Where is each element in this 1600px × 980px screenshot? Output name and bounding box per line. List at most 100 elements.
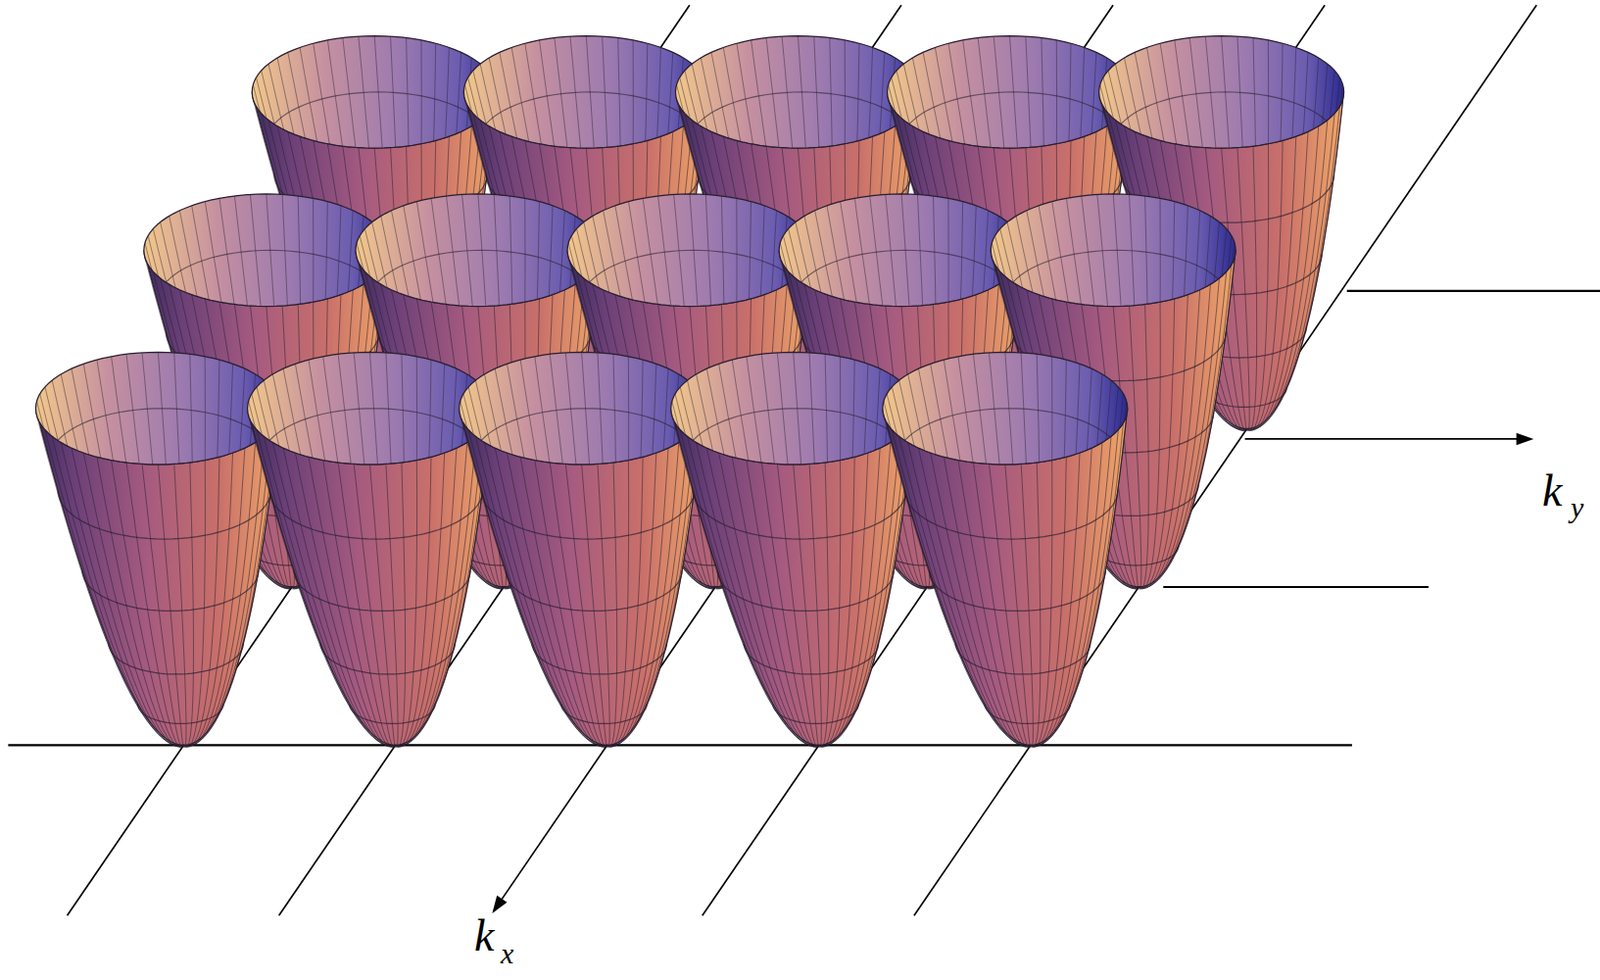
mesh-line xyxy=(930,363,982,619)
mesh-line xyxy=(401,353,406,614)
mesh-line xyxy=(494,368,552,622)
mesh-line xyxy=(1084,387,1118,632)
mesh-line xyxy=(1237,147,1250,432)
mesh-line xyxy=(1064,363,1080,619)
mesh-line xyxy=(549,462,607,747)
cup-rim xyxy=(144,193,389,307)
mesh-line xyxy=(283,368,340,622)
mesh-line xyxy=(1253,38,1258,298)
mesh-line xyxy=(1076,374,1103,625)
mesh-line xyxy=(1030,422,1124,745)
mesh-ring xyxy=(505,570,682,611)
mesh-line xyxy=(943,359,989,617)
mesh-line xyxy=(918,368,975,622)
cup-inside xyxy=(355,193,601,307)
mesh-line xyxy=(263,380,330,629)
mesh-line xyxy=(719,452,820,747)
mesh-line xyxy=(793,351,812,612)
mesh-line xyxy=(1247,119,1328,430)
mesh-ring xyxy=(717,570,894,611)
mesh-ring xyxy=(773,703,859,724)
mesh-line xyxy=(824,353,829,614)
axis-lines xyxy=(67,4,1538,916)
inner-mesh xyxy=(248,351,492,639)
mesh-line xyxy=(632,359,643,617)
mesh-line xyxy=(338,462,395,747)
mesh-line xyxy=(395,462,406,747)
mesh-line xyxy=(1247,140,1283,431)
mesh-line xyxy=(1164,201,1175,459)
mesh-line xyxy=(679,387,749,632)
cup-inside xyxy=(778,193,1024,307)
cup-rim xyxy=(882,351,1128,465)
mesh-line xyxy=(1138,264,1232,587)
mesh-line xyxy=(395,436,477,746)
mesh-line xyxy=(1145,195,1150,456)
mesh-line xyxy=(819,430,907,746)
mesh-line xyxy=(126,353,159,614)
mesh-line xyxy=(1138,271,1226,587)
mesh-ring xyxy=(984,703,1070,724)
mesh-line xyxy=(183,456,219,747)
mesh-ring xyxy=(69,484,266,531)
mesh-line xyxy=(429,363,445,619)
mesh-line xyxy=(1005,464,1031,748)
mesh-line xyxy=(1178,210,1201,464)
mesh-line xyxy=(1138,284,1211,588)
mesh-line xyxy=(468,430,608,746)
mesh-line xyxy=(463,422,608,745)
mesh-line xyxy=(793,464,820,748)
cup-inside xyxy=(882,351,1128,465)
mesh-ring xyxy=(955,642,1090,674)
cup-rim xyxy=(355,193,601,307)
mesh-line xyxy=(581,351,600,612)
mesh-ring xyxy=(743,642,878,674)
mesh-line xyxy=(972,353,1006,614)
mesh-line xyxy=(1138,294,1188,589)
mesh-line xyxy=(1247,145,1258,431)
mesh-line xyxy=(607,456,643,747)
mesh-line xyxy=(157,464,184,748)
mesh-line xyxy=(1036,353,1041,614)
mesh-ring xyxy=(692,489,906,539)
inner-mesh xyxy=(460,351,704,639)
mesh-line xyxy=(468,387,537,632)
mesh-line xyxy=(1048,356,1053,615)
mesh-ring xyxy=(704,484,901,531)
mesh-ring xyxy=(928,570,1106,611)
mesh-ring xyxy=(108,642,243,674)
mesh-line xyxy=(71,368,129,622)
mesh-line xyxy=(597,352,609,613)
mesh-line xyxy=(248,415,396,745)
mesh-line xyxy=(1280,47,1297,302)
mesh-line xyxy=(844,359,855,617)
mesh-line xyxy=(475,436,607,746)
mesh-line xyxy=(1030,442,1103,747)
mesh-line xyxy=(1184,215,1211,466)
mesh-line xyxy=(460,415,608,745)
mesh-line xyxy=(370,351,388,612)
mesh-line xyxy=(607,460,630,748)
axis-label: k xyxy=(1542,468,1562,514)
arrowhead xyxy=(1516,433,1535,445)
mesh-line xyxy=(687,436,820,746)
arrowhead xyxy=(491,895,507,914)
mesh-line xyxy=(1030,430,1118,746)
mesh-line xyxy=(607,430,695,746)
mesh-line xyxy=(294,452,395,747)
paraboloid-cup xyxy=(671,351,917,747)
mesh-line xyxy=(40,393,111,635)
grid-line xyxy=(1163,585,1429,588)
mesh-line xyxy=(607,442,679,747)
mesh-line xyxy=(1030,452,1080,747)
mesh-line xyxy=(918,447,1030,746)
mesh-line xyxy=(51,380,118,629)
cup-rim xyxy=(247,351,493,465)
mesh-line xyxy=(190,353,194,614)
cup-rim xyxy=(1099,36,1345,149)
mesh-line xyxy=(251,393,323,635)
mesh-line xyxy=(1247,106,1341,430)
inner-mesh xyxy=(672,351,916,639)
mesh-line xyxy=(696,442,820,747)
